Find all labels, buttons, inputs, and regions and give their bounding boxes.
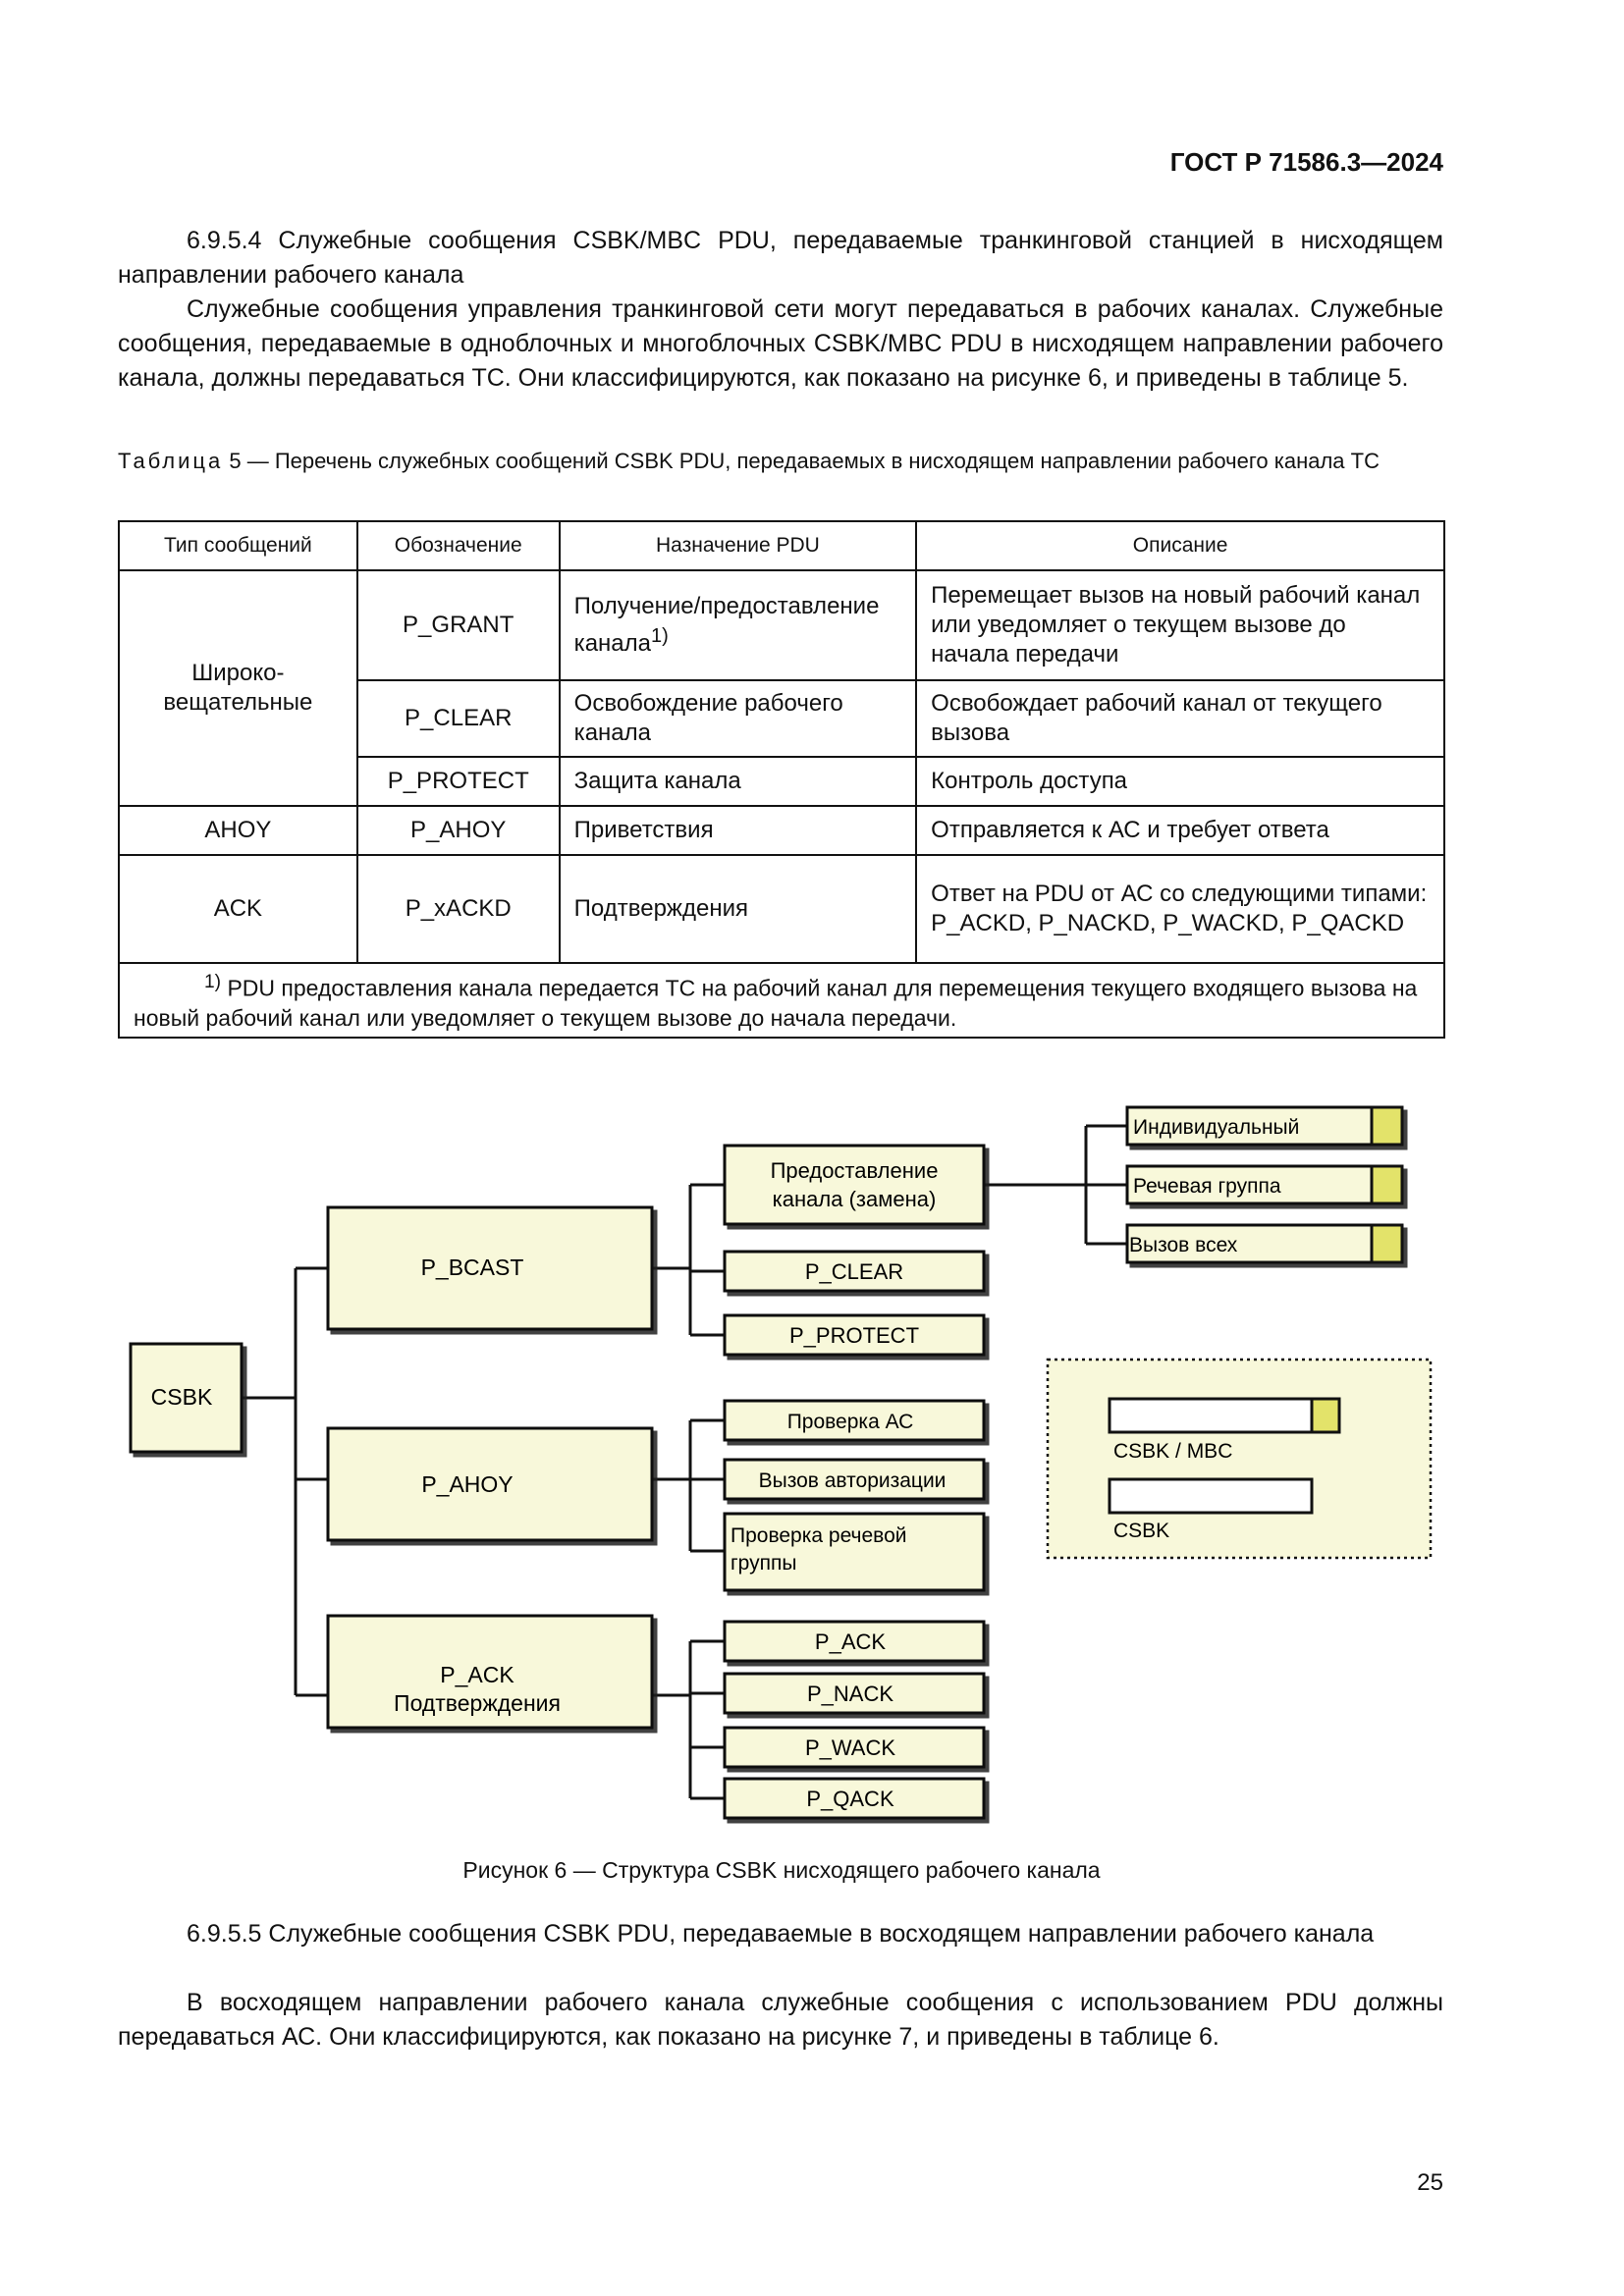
csbk-root-box: CSBK: [129, 1342, 244, 1454]
ahoy-child-label: Вызов авторизации: [759, 1469, 947, 1492]
row-desc: Контроль доступа: [915, 756, 1445, 807]
table-row: AHOY P_AHOY Приветствия Отправляется к А…: [118, 805, 1445, 856]
section-6955-body: В восходящем направлении рабочего канала…: [118, 1989, 1443, 2051]
ahoy-child-box: Вызов авторизации: [723, 1458, 986, 1501]
row-name: P_GRANT: [355, 569, 561, 681]
footnote-text: PDU предоставления канала передается ТС …: [134, 975, 1418, 1031]
ack-child-label: P_WACK: [805, 1735, 895, 1760]
ack-child-label: P_QACK: [806, 1787, 894, 1811]
ack-child-box: P_NACK: [723, 1672, 986, 1715]
grant-child-label: Индивидуальный: [1133, 1116, 1299, 1139]
row-purpose: Подтверждения: [558, 854, 918, 964]
table5-caption-text: 5 — Перечень служебных сообщений CSBK PD…: [229, 449, 1380, 473]
section-6955-title: 6.9.5.5 Служебные сообщения CSBK PDU, пе…: [187, 1920, 1375, 1948]
legend: CSBK / MBC CSBK: [1046, 1358, 1433, 1560]
row-purpose: Освобождение рабочего канала: [558, 679, 918, 758]
ahoy-child-box: Проверка речевой группы: [723, 1512, 986, 1592]
clear-label: P_CLEAR: [805, 1259, 903, 1284]
document-code: ГОСТ Р 71586.3—2024: [1169, 147, 1443, 177]
table-footnote-row: 1) PDU предоставления канала передается …: [118, 962, 1445, 1039]
table5: Тип сообщений Обозначение Назначение PDU…: [118, 520, 1445, 1039]
ack-child-label: P_NACK: [807, 1682, 893, 1706]
row-purpose: Приветствия: [558, 805, 918, 856]
row-desc: Ответ на PDU от АС со следующими типами:…: [915, 854, 1445, 964]
protect-label: P_PROTECT: [789, 1323, 919, 1348]
ahoy-child-label-2: группы: [731, 1552, 796, 1575]
ack-label-2: Подтверждения: [394, 1690, 561, 1716]
grant-label-1: Предоставление: [771, 1158, 939, 1183]
ahoy-child-label: Проверка АС: [787, 1411, 914, 1433]
row-purpose: Получение/предоставление канала1): [558, 569, 918, 681]
legend-mbc-label: CSBK / MBC: [1113, 1440, 1232, 1463]
row-desc: Отправляется к АС и требует ответа: [915, 805, 1445, 856]
row-purpose-text: Получение/предоставление канала: [573, 593, 880, 657]
row-name: P_AHOY: [355, 805, 561, 856]
ack-child-label: P_ACK: [815, 1629, 886, 1654]
table-row: Широко-вещательные P_GRANT Получение/пре…: [118, 569, 1445, 807]
ack-child-box: P_ACK: [723, 1620, 986, 1663]
row-name: P_xACKD: [355, 854, 561, 964]
footnote-ref: 1): [651, 625, 669, 647]
grant-child-label: Речевая группа: [1133, 1175, 1281, 1198]
row-desc: Перемещает вызов на новый рабочий канал …: [915, 569, 1445, 681]
table-header-row: Тип сообщений Обозначение Назначение PDU…: [118, 520, 1445, 571]
table5-caption-label: Таблица: [118, 449, 224, 473]
table-row: P_PROTECT Защита канала Контроль доступа: [119, 756, 1445, 807]
bcast-label: P_BCAST: [421, 1255, 524, 1280]
section-6954-title: 6.9.5.4 Служебные сообщения CSBK/MBC PDU…: [118, 227, 1443, 289]
header-name: Обозначение: [355, 520, 561, 571]
protect-box: P_PROTECT: [723, 1313, 986, 1357]
ahoy-label: P_AHOY: [421, 1471, 513, 1497]
header-type: Тип сообщений: [118, 520, 358, 571]
grant-label-2: канала (замена): [773, 1187, 937, 1211]
connector-lines: [242, 1124, 1127, 1800]
ahoy-box: P_AHOY: [326, 1426, 654, 1542]
grant-child-label: Вызов всех: [1129, 1234, 1238, 1256]
row-type: ACK: [118, 854, 358, 964]
row-name: P_CLEAR: [355, 679, 561, 758]
table5-caption: Таблица 5 — Перечень служебных сообщений…: [118, 447, 1443, 476]
footnote-mark: 1): [204, 972, 222, 992]
legend-csbk-label: CSBK: [1113, 1520, 1169, 1542]
table-row: P_CLEAR Освобождение рабочего канала Осв…: [119, 679, 1445, 758]
table-row: ACK P_xACKD Подтверждения Ответ на PDU о…: [118, 854, 1445, 964]
grant-child-box: Речевая группа: [1125, 1164, 1404, 1205]
row-name: P_PROTECT: [355, 756, 561, 807]
grant-child-box: Индивидуальный: [1125, 1105, 1404, 1147]
ack-label-1: P_ACK: [440, 1662, 514, 1687]
grant-box: Предоставление канала (замена): [723, 1144, 986, 1226]
row-purpose: Защита канала: [558, 756, 918, 807]
type-broadcast: Широко-вещательные: [118, 569, 358, 807]
row-type: AHOY: [118, 805, 358, 856]
table-footnote: 1) PDU предоставления канала передается …: [118, 962, 1445, 1039]
section-6954-body: Служебные сообщения управления транкинго…: [118, 295, 1443, 392]
ack-child-box: P_QACK: [723, 1777, 986, 1820]
csbk-root-label: CSBK: [151, 1384, 213, 1410]
figure6-caption: Рисунок 6 — Структура CSBK нисходящего р…: [462, 1857, 1101, 1883]
header-purpose: Назначение PDU: [558, 520, 918, 571]
ahoy-child-box: Проверка АС: [723, 1399, 986, 1442]
ahoy-child-label-1: Проверка речевой: [731, 1524, 907, 1547]
ack-child-box: P_WACK: [723, 1726, 986, 1769]
grant-child-box: Вызов всех: [1125, 1223, 1404, 1264]
clear-box: P_CLEAR: [723, 1250, 986, 1293]
row-desc: Освобождает рабочий канал от текущего вы…: [915, 679, 1445, 758]
bcast-box: P_BCAST: [326, 1205, 654, 1331]
ack-box: P_ACK Подтверждения: [326, 1614, 654, 1730]
page-number: 25: [1417, 2169, 1443, 2196]
header-desc: Описание: [915, 520, 1445, 571]
